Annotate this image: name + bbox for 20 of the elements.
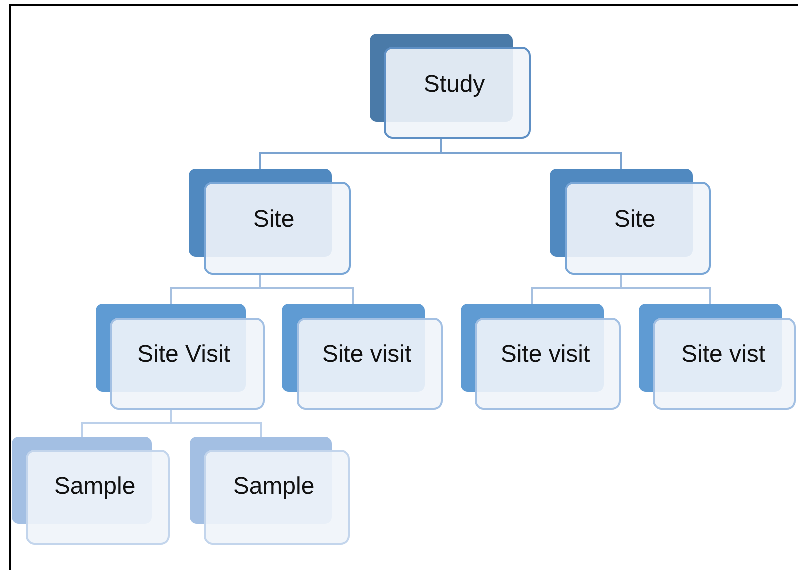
node-label: Sample (232, 473, 316, 501)
node-label: Site (252, 206, 296, 234)
node-label: Sample (53, 473, 137, 501)
org-chart-box (639, 304, 796, 410)
org-chart-box (282, 304, 443, 410)
org-chart-box (96, 304, 265, 410)
org-chart-box (190, 437, 350, 545)
org-chart-box (370, 34, 531, 139)
node-label: Site visit (321, 341, 413, 369)
org-chart-box (550, 169, 711, 275)
org-chart-box (461, 304, 621, 410)
node-label: Site Visit (136, 341, 232, 369)
node-label: Site (613, 206, 657, 234)
node-label: Study (422, 70, 486, 98)
org-chart-box (12, 437, 170, 545)
org-chart-box (189, 169, 351, 275)
connector-line (170, 410, 262, 437)
node-label: Site vist (680, 341, 767, 369)
node-label: Site visit (500, 341, 592, 369)
connector-line (440, 139, 622, 169)
